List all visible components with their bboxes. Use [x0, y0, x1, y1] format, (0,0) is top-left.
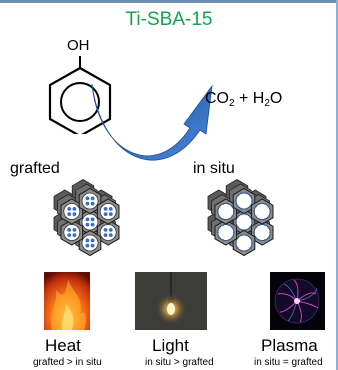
product-formula: CO2 + H2O: [205, 90, 282, 109]
plasma-caption: Plasma: [261, 336, 318, 355]
hydroxyl-label: OH: [67, 37, 90, 54]
o-text: O: [269, 90, 283, 107]
plus-h-text: + H: [234, 90, 265, 107]
label-in-situ: in situ: [193, 160, 235, 177]
top-border: [0, 0, 338, 3]
fire-photo: [44, 272, 90, 330]
reaction-arrow: [91, 83, 213, 161]
light-comparison: in situ > grafted: [145, 357, 214, 368]
right-border: [336, 0, 338, 370]
label-grafted: grafted: [10, 160, 60, 177]
h-subscript: 2: [264, 98, 270, 109]
heat-caption: Heat: [45, 336, 81, 355]
grafted-silica-bundle: [53, 179, 120, 257]
plasma-comparison: in situ = grafted: [254, 357, 323, 368]
in-situ-silica-bundle: [207, 179, 274, 257]
light-bulb-photo: [135, 272, 207, 330]
phenol-ring: [48, 56, 112, 134]
plasma-ball-photo: [270, 272, 325, 330]
light-caption: Light: [152, 336, 189, 355]
co-subscript: 2: [229, 98, 235, 109]
heat-comparison: grafted > in situ: [33, 357, 102, 368]
diagram-title: Ti-SBA-15: [125, 9, 213, 30]
co-text: CO: [205, 90, 229, 107]
